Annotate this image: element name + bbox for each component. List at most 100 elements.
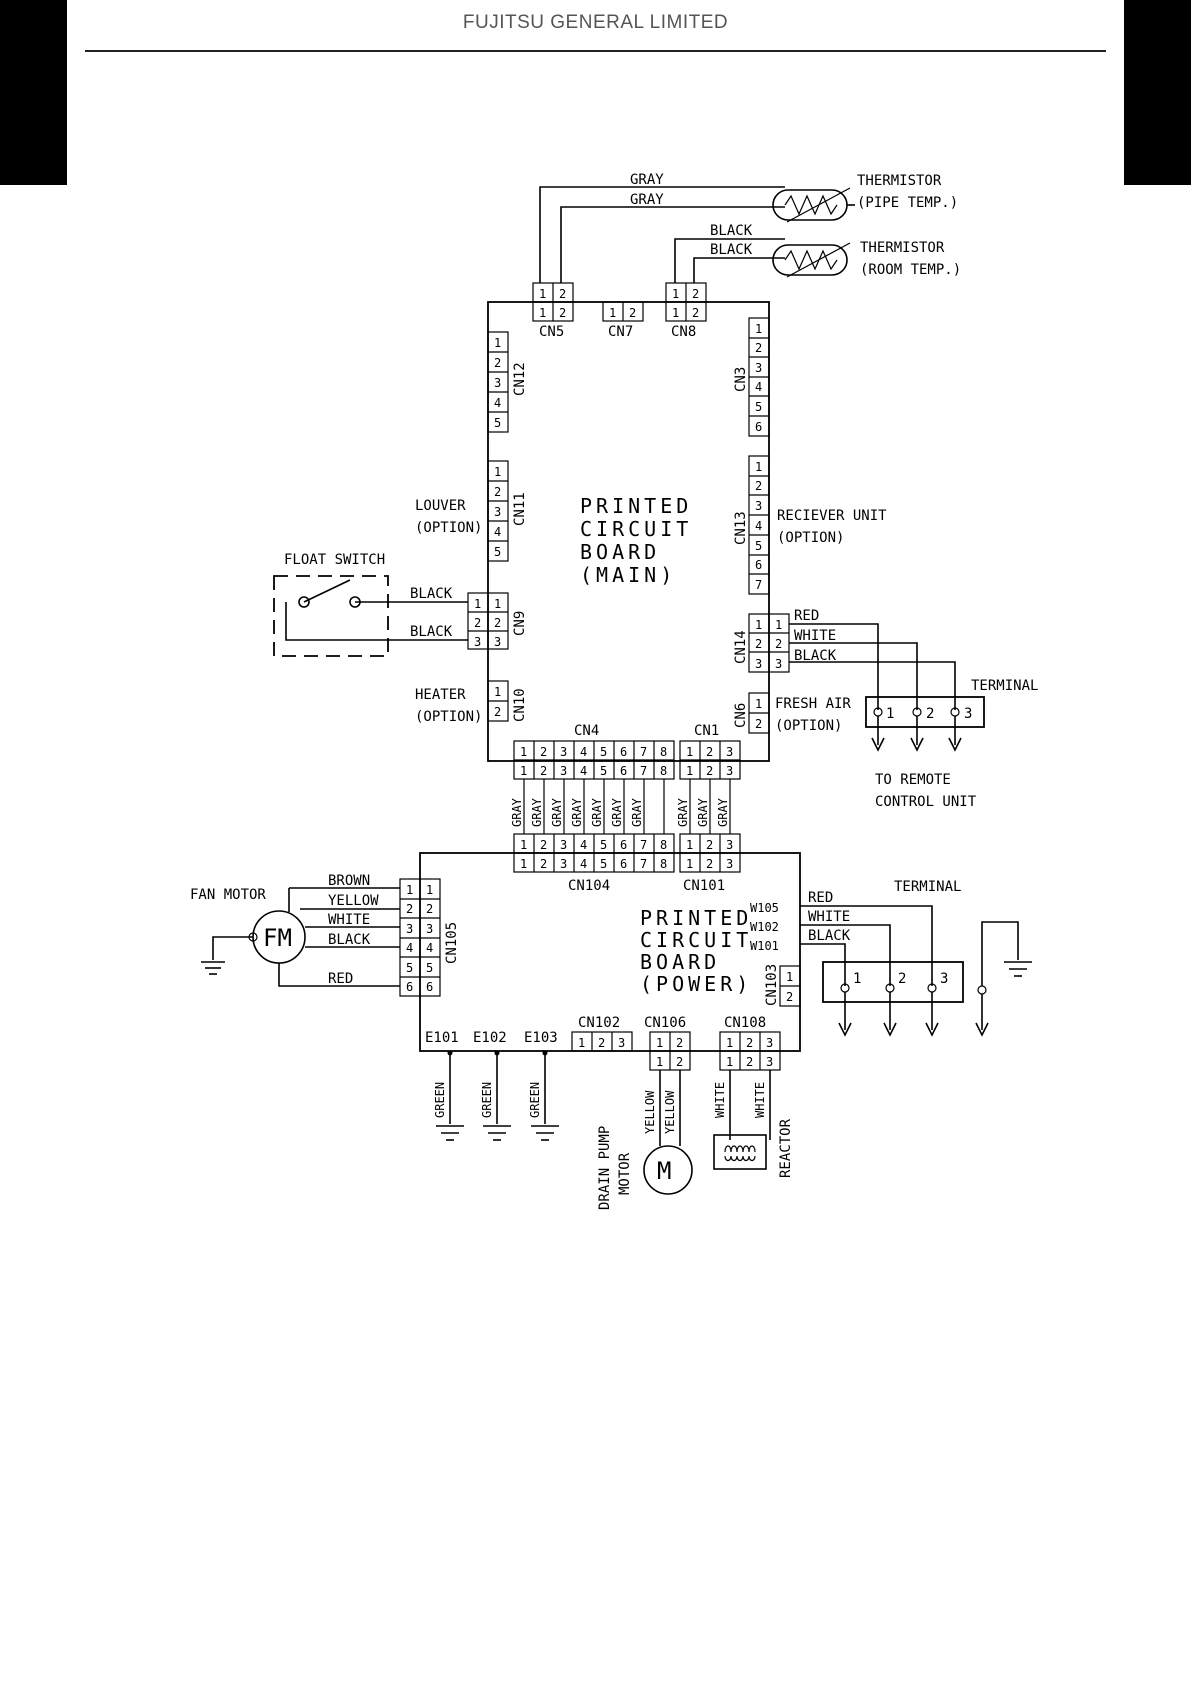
svg-text:4: 4: [755, 380, 762, 394]
svg-text:3: 3: [964, 706, 972, 722]
fan-motor: FAN MOTOR FM BROWN YELLOW WHITE BLACK RE…: [190, 873, 400, 987]
cn103-label: CN103: [764, 964, 780, 1006]
svg-text:5: 5: [755, 539, 762, 553]
svg-text:1: 1: [755, 618, 762, 632]
svg-text:1: 1: [755, 322, 762, 336]
svg-text:2: 2: [540, 838, 547, 852]
svg-text:3: 3: [755, 361, 762, 375]
svg-text:2: 2: [494, 705, 501, 719]
svg-text:2: 2: [598, 1036, 605, 1050]
drain-pump-label-1: DRAIN PUMP: [597, 1126, 613, 1210]
fan-motor-label: FAN MOTOR: [190, 887, 266, 903]
svg-text:2: 2: [540, 857, 547, 871]
svg-text:1: 1: [494, 465, 501, 479]
svg-text:1: 1: [656, 1036, 663, 1050]
gray-wire-6: GRAY: [610, 797, 624, 827]
drain-wire-yellow-1: YELLOW: [643, 1090, 657, 1134]
thermistor-pipe-wiring: GRAY GRAY THERMISTOR (PIPE TEMP.): [539, 172, 958, 283]
remote-label-1: TO REMOTE: [875, 772, 951, 788]
pw-wire-white: WHITE: [808, 909, 850, 925]
svg-text:1: 1: [539, 287, 546, 301]
e102-label: E102: [473, 1030, 507, 1046]
svg-text:7: 7: [640, 745, 647, 759]
inter-board-wires: GRAY GRAY GRAY GRAY GRAY GRAY GRAY GRAY …: [510, 779, 731, 834]
svg-text:2: 2: [494, 616, 501, 630]
svg-text:3: 3: [560, 745, 567, 759]
main-board-title-2: CIRCUIT: [580, 517, 692, 541]
svg-text:7: 7: [640, 838, 647, 852]
reactor-wire-white-2: WHITE: [753, 1082, 767, 1118]
gray-wire-10: GRAY: [716, 797, 730, 827]
earth-wire-green-3: GREEN: [528, 1082, 542, 1118]
cn13-label: CN13: [733, 511, 749, 545]
main-board-title-1: PRINTED: [580, 494, 692, 518]
svg-text:1: 1: [672, 287, 679, 301]
svg-text:2: 2: [755, 637, 762, 651]
gray-wire-9: GRAY: [696, 797, 710, 827]
connector-cn11: 12 34 5 CN11: [487, 460, 528, 562]
e103-label: E103: [524, 1030, 558, 1046]
gray-wire-3: GRAY: [550, 797, 564, 827]
svg-text:2: 2: [629, 306, 636, 320]
connector-cn3: 12 34 56 CN3: [733, 317, 770, 437]
svg-text:2: 2: [406, 902, 413, 916]
svg-text:5: 5: [600, 764, 607, 778]
svg-text:1: 1: [520, 857, 527, 871]
svg-text:2: 2: [775, 637, 782, 651]
gray-wire-7: GRAY: [630, 797, 644, 827]
cn106-label: CN106: [644, 1015, 686, 1031]
svg-text:2: 2: [746, 1055, 753, 1069]
svg-text:6: 6: [426, 980, 433, 994]
cn101-label: CN101: [683, 878, 725, 894]
svg-text:2: 2: [474, 616, 481, 630]
svg-text:2: 2: [706, 857, 713, 871]
connector-cn12: 12 34 5 CN12: [487, 331, 528, 433]
svg-text:3: 3: [766, 1055, 773, 1069]
receiver-label-1: RECIEVER UNIT: [777, 508, 887, 524]
svg-text:2: 2: [426, 902, 433, 916]
svg-text:3: 3: [560, 857, 567, 871]
cn9-label: CN9: [512, 611, 528, 636]
remote-label-2: CONTROL UNIT: [875, 794, 977, 810]
fan-wire-yellow: YELLOW: [328, 893, 379, 909]
page-header: FUJITSU GENERAL LIMITED: [462, 12, 729, 33]
svg-text:1: 1: [686, 838, 693, 852]
cn11-label: CN11: [512, 492, 528, 526]
svg-text:5: 5: [426, 961, 433, 975]
float-switch: FLOAT SWITCH BLACK BLACK: [273, 552, 468, 657]
svg-text:3: 3: [560, 764, 567, 778]
svg-text:2: 2: [755, 479, 762, 493]
svg-text:7: 7: [755, 578, 762, 592]
svg-text:1: 1: [520, 838, 527, 852]
gray-wire-5: GRAY: [590, 797, 604, 827]
power-terminal-wiring: W105 W102 W101 RED WHITE BLACK TERMINAL …: [750, 879, 1032, 1037]
svg-text:3: 3: [406, 922, 413, 936]
svg-text:3: 3: [494, 376, 501, 390]
fan-wire-white: WHITE: [328, 912, 370, 928]
svg-text:1: 1: [494, 336, 501, 350]
power-board-title-3: BOARD: [640, 950, 720, 974]
cn102-label: CN102: [578, 1015, 620, 1031]
float-wire-black-2: BLACK: [410, 624, 453, 640]
svg-text:1: 1: [474, 597, 481, 611]
cn105-label: CN105: [444, 922, 460, 964]
reactor: WHITE WHITE REACTOR: [713, 1070, 794, 1178]
svg-text:2: 2: [692, 306, 699, 320]
cn10-label: CN10: [512, 688, 528, 722]
float-switch-label: FLOAT SWITCH: [284, 552, 385, 568]
svg-text:4: 4: [494, 525, 501, 539]
svg-text:3: 3: [426, 922, 433, 936]
svg-text:2: 2: [540, 745, 547, 759]
svg-text:1: 1: [656, 1055, 663, 1069]
svg-text:3: 3: [726, 745, 733, 759]
main-board-title-3: BOARD: [580, 540, 660, 564]
svg-text:3: 3: [755, 499, 762, 513]
gray-wire-1: GRAY: [510, 797, 524, 827]
float-wire-black-1: BLACK: [410, 586, 453, 602]
fan-wire-brown: BROWN: [328, 873, 370, 889]
louver-label-2: (OPTION): [415, 520, 482, 536]
gray-wire-8: GRAY: [676, 797, 690, 827]
